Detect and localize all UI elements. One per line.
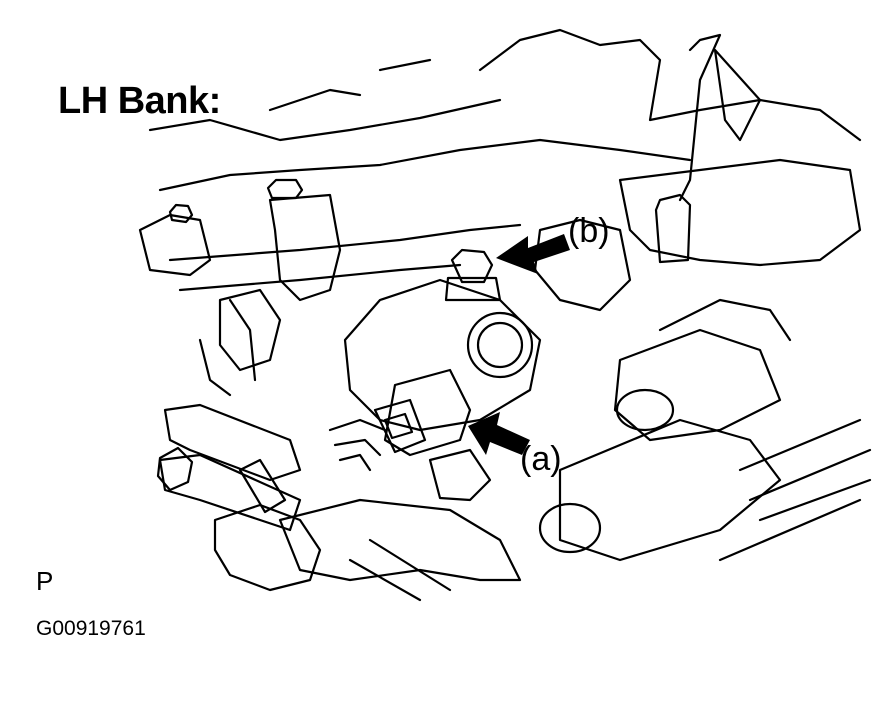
upper-right-bracket [618, 158, 862, 267]
bolt-head [450, 248, 494, 284]
tube-2 [558, 418, 782, 562]
tube-1 [613, 328, 782, 442]
long-bar-2 [178, 263, 462, 292]
right-rails [718, 418, 872, 562]
small-boss [428, 448, 492, 502]
bracket-plate [533, 218, 632, 312]
manifold-arm [268, 193, 342, 302]
page-title: LH Bank: [58, 80, 221, 122]
lower-bar [348, 538, 452, 602]
solenoid-body [383, 368, 472, 457]
corner-label: P [36, 566, 54, 596]
long-bar [168, 223, 522, 262]
figure-id: G00919761 [36, 617, 146, 640]
upper-frame-left [148, 58, 502, 142]
stud-2 [266, 178, 304, 200]
rod-2 [713, 48, 762, 142]
solenoid-port-outer [466, 311, 534, 379]
stud-1 [168, 203, 194, 224]
hose-1 [163, 403, 302, 482]
tube-3 [658, 298, 792, 342]
connector [373, 398, 427, 454]
rod-3 [654, 193, 692, 264]
wire-harness [328, 418, 387, 472]
hose-clamp [238, 458, 287, 514]
lower-block [278, 498, 522, 582]
hose-2 [158, 453, 302, 532]
tube-2-end [538, 502, 602, 554]
arrow-b [496, 234, 570, 274]
mid-frame [218, 288, 282, 372]
callout-label-a: (a) [520, 440, 562, 478]
upper-frame-right [478, 28, 862, 142]
pulley [213, 503, 322, 592]
arrow-a [468, 412, 530, 455]
bolt-flange [444, 276, 502, 302]
callout-label-b: (b) [568, 212, 610, 250]
cylinder-head-edge [158, 138, 692, 192]
solenoid-port-inner [476, 321, 524, 369]
rod-1 [678, 33, 722, 202]
fitting-left [156, 446, 194, 492]
mid-rib [198, 298, 257, 397]
connector-clip [383, 412, 414, 440]
valve-housing [343, 278, 542, 432]
tube-1-end [615, 388, 675, 432]
bracket-left [138, 213, 212, 277]
